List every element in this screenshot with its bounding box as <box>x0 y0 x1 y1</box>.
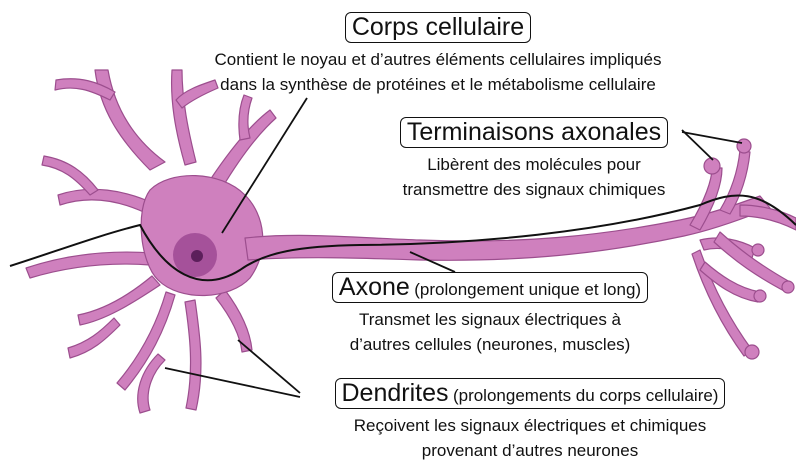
dendrites-title: Dendrites <box>342 379 449 407</box>
corps-desc-line-1: Contient le noyau et d’autres éléments c… <box>178 47 698 72</box>
axon-terminal <box>752 244 764 256</box>
dendrites-title-box: Dendrites (prolongements du corps cellul… <box>335 378 726 409</box>
nucleolus <box>191 250 203 262</box>
axone-desc-line-1: Transmet les signaux électriques à <box>290 307 690 332</box>
terminaisons-axonales-title: Terminaisons axonales <box>400 117 668 148</box>
dendrites-desc-line-2: provenant d’autres neurones <box>295 438 765 463</box>
axone-label: Axone (prolongement unique et long) Tran… <box>290 272 690 357</box>
dendrites-desc-line-1: Reçoivent les signaux électriques et chi… <box>295 413 765 438</box>
terminaisons-axonales-description: Libèrent des molécules pour transmettre … <box>364 152 704 202</box>
axon-terminal <box>782 281 794 293</box>
axon-terminal <box>754 290 766 302</box>
axone-title: Axone <box>339 273 410 301</box>
axon-terminal <box>704 158 720 174</box>
dendrites-pointer-line-2 <box>165 368 300 397</box>
dendrite <box>185 300 201 410</box>
terminaisons-desc-line-1: Libèrent des molécules pour <box>364 152 704 177</box>
dendrites-subtitle: (prolongements du corps cellulaire) <box>453 386 719 405</box>
corps-desc-line-2: dans la synthèse de protéines et le méta… <box>178 72 698 97</box>
dendrite <box>26 252 152 278</box>
axone-description: Transmet les signaux électriques à d’aut… <box>290 307 690 357</box>
axon-terminal <box>737 139 751 153</box>
axone-desc-line-2: d’autres cellules (neurones, muscles) <box>290 332 690 357</box>
terminaisons-desc-line-2: transmettre des signaux chimiques <box>364 177 704 202</box>
dendrite <box>58 189 155 215</box>
axon <box>245 196 770 260</box>
dendrite <box>78 276 160 325</box>
corps-cellulaire-title: Corps cellulaire <box>345 12 531 43</box>
corps-cellulaire-label: Corps cellulaire Contient le noyau et d’… <box>178 12 698 97</box>
corps-cellulaire-description: Contient le noyau et d’autres éléments c… <box>178 47 698 97</box>
dendrite <box>95 70 165 170</box>
axone-title-box: Axone (prolongement unique et long) <box>332 272 648 303</box>
axon-terminal <box>745 345 759 359</box>
dendrite <box>216 290 252 352</box>
dendrites-description: Reçoivent les signaux électriques et chi… <box>295 413 765 463</box>
axone-subtitle: (prolongement unique et long) <box>414 280 641 299</box>
terminaisons-axonales-label: Terminaisons axonales Libèrent des moléc… <box>364 117 704 202</box>
dendrites-label: Dendrites (prolongements du corps cellul… <box>295 378 765 463</box>
dendrite <box>42 156 98 195</box>
dendrite <box>68 318 120 358</box>
